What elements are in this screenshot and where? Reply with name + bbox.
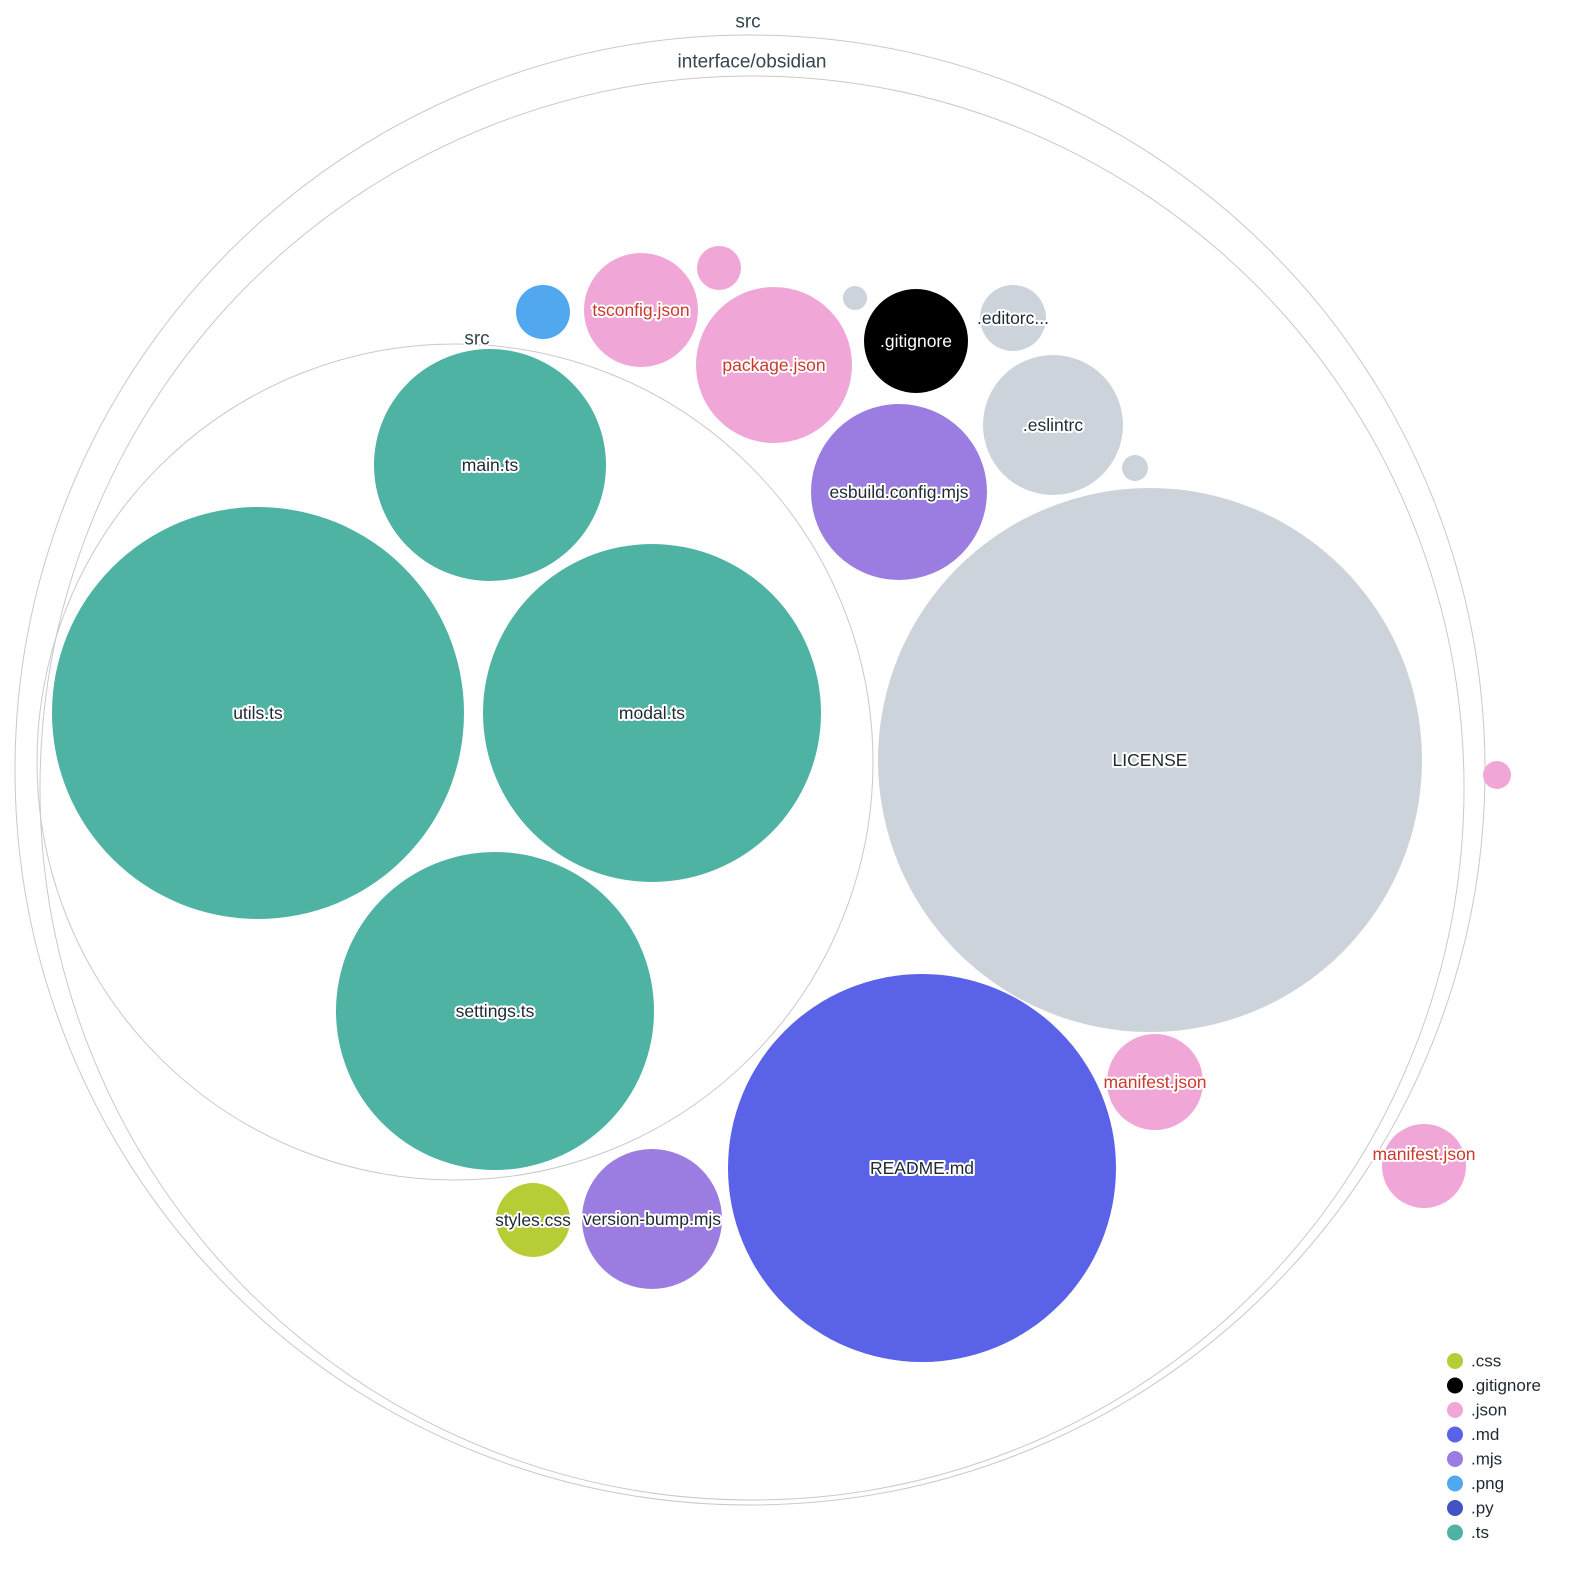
file-label-tsconfig.json: tsconfig.json bbox=[592, 300, 689, 320]
legend-swatch-png bbox=[1447, 1475, 1463, 1492]
file-bubble-settings.ts[interactable] bbox=[336, 852, 654, 1170]
file-bubble-gray-small-2[interactable] bbox=[1122, 455, 1148, 481]
file-bubble-esbuild.config.mjs[interactable] bbox=[811, 404, 987, 580]
folder-circle-src bbox=[36, 343, 874, 1181]
file-label-LICENSE: LICENSE bbox=[1113, 750, 1188, 770]
file-label-manifest.json-outside: manifest.json bbox=[1372, 1144, 1475, 1164]
file-bubble-editorconfig[interactable] bbox=[980, 285, 1046, 351]
file-bubble-modal.ts[interactable] bbox=[483, 544, 821, 882]
file-bubble-json-outside-small[interactable] bbox=[1483, 761, 1511, 789]
file-bubble-eslintrc[interactable] bbox=[983, 355, 1123, 495]
file-label-package.json: package.json bbox=[722, 355, 825, 375]
legend-swatch-md bbox=[1447, 1426, 1463, 1443]
file-bubble-tsconfig.json[interactable] bbox=[584, 253, 698, 367]
legend-swatch-gitignore bbox=[1447, 1377, 1463, 1394]
file-bubble-README.md[interactable] bbox=[728, 974, 1116, 1362]
file-bubble-json-small[interactable] bbox=[697, 246, 741, 290]
legend-label-png: .png bbox=[1471, 1474, 1504, 1493]
legend-label-py: .py bbox=[1471, 1499, 1494, 1518]
legend-label-css: .css bbox=[1471, 1352, 1501, 1371]
legend-swatch-ts bbox=[1447, 1524, 1463, 1541]
file-label-editorconfig: .editorc... bbox=[977, 308, 1049, 328]
file-bubble-LICENSE[interactable] bbox=[878, 488, 1422, 1032]
file-label-gitignore: .gitignore bbox=[880, 331, 952, 351]
legend-label-md: .md bbox=[1471, 1425, 1499, 1444]
file-label-esbuild.config.mjs: esbuild.config.mjs bbox=[829, 482, 968, 502]
legend-swatch-json bbox=[1447, 1402, 1463, 1418]
file-label-utils.ts: utils.ts bbox=[233, 703, 283, 723]
file-bubble-manifest.json[interactable] bbox=[1107, 1034, 1203, 1130]
legend-label-gitignore: .gitignore bbox=[1471, 1376, 1541, 1395]
legend-label-ts: .ts bbox=[1471, 1523, 1489, 1542]
file-bubble-png-file[interactable] bbox=[516, 285, 570, 339]
file-label-main.ts: main.ts bbox=[462, 455, 519, 475]
file-bubble-manifest.json-outside[interactable] bbox=[1382, 1124, 1466, 1208]
legend-swatch-css bbox=[1447, 1353, 1463, 1369]
file-label-styles.css: styles.css bbox=[495, 1210, 571, 1230]
file-bubble-main.ts[interactable] bbox=[374, 349, 606, 581]
file-label-manifest.json: manifest.json bbox=[1103, 1072, 1206, 1092]
folder-circle-interface-obsidian bbox=[39, 75, 1465, 1501]
file-label-README.md: README.md bbox=[870, 1158, 974, 1178]
legend-label-json: .json bbox=[1471, 1401, 1507, 1420]
file-bubble-utils.ts[interactable] bbox=[52, 507, 464, 919]
folder-label-src-outer: src bbox=[735, 12, 760, 33]
folder-label-src: src bbox=[464, 329, 489, 350]
file-label-eslintrc: .eslintrc bbox=[1023, 415, 1084, 435]
file-label-version-bump.mjs: version-bump.mjs bbox=[583, 1209, 721, 1229]
file-label-modal.ts: modal.ts bbox=[619, 703, 685, 723]
legend-label-mjs: .mjs bbox=[1471, 1450, 1502, 1469]
file-label-settings.ts: settings.ts bbox=[456, 1001, 535, 1021]
file-bubble-version-bump.mjs[interactable] bbox=[582, 1149, 722, 1289]
file-bubble-gitignore[interactable] bbox=[864, 289, 968, 393]
file-bubble-gray-small-1[interactable] bbox=[843, 286, 867, 310]
file-bubble-package.json[interactable] bbox=[696, 287, 852, 443]
legend-swatch-py bbox=[1447, 1500, 1463, 1516]
folder-label-interface-obsidian: interface/obsidian bbox=[678, 52, 827, 73]
file-bubble-styles.css[interactable] bbox=[496, 1183, 570, 1257]
legend-swatch-mjs bbox=[1447, 1451, 1463, 1467]
